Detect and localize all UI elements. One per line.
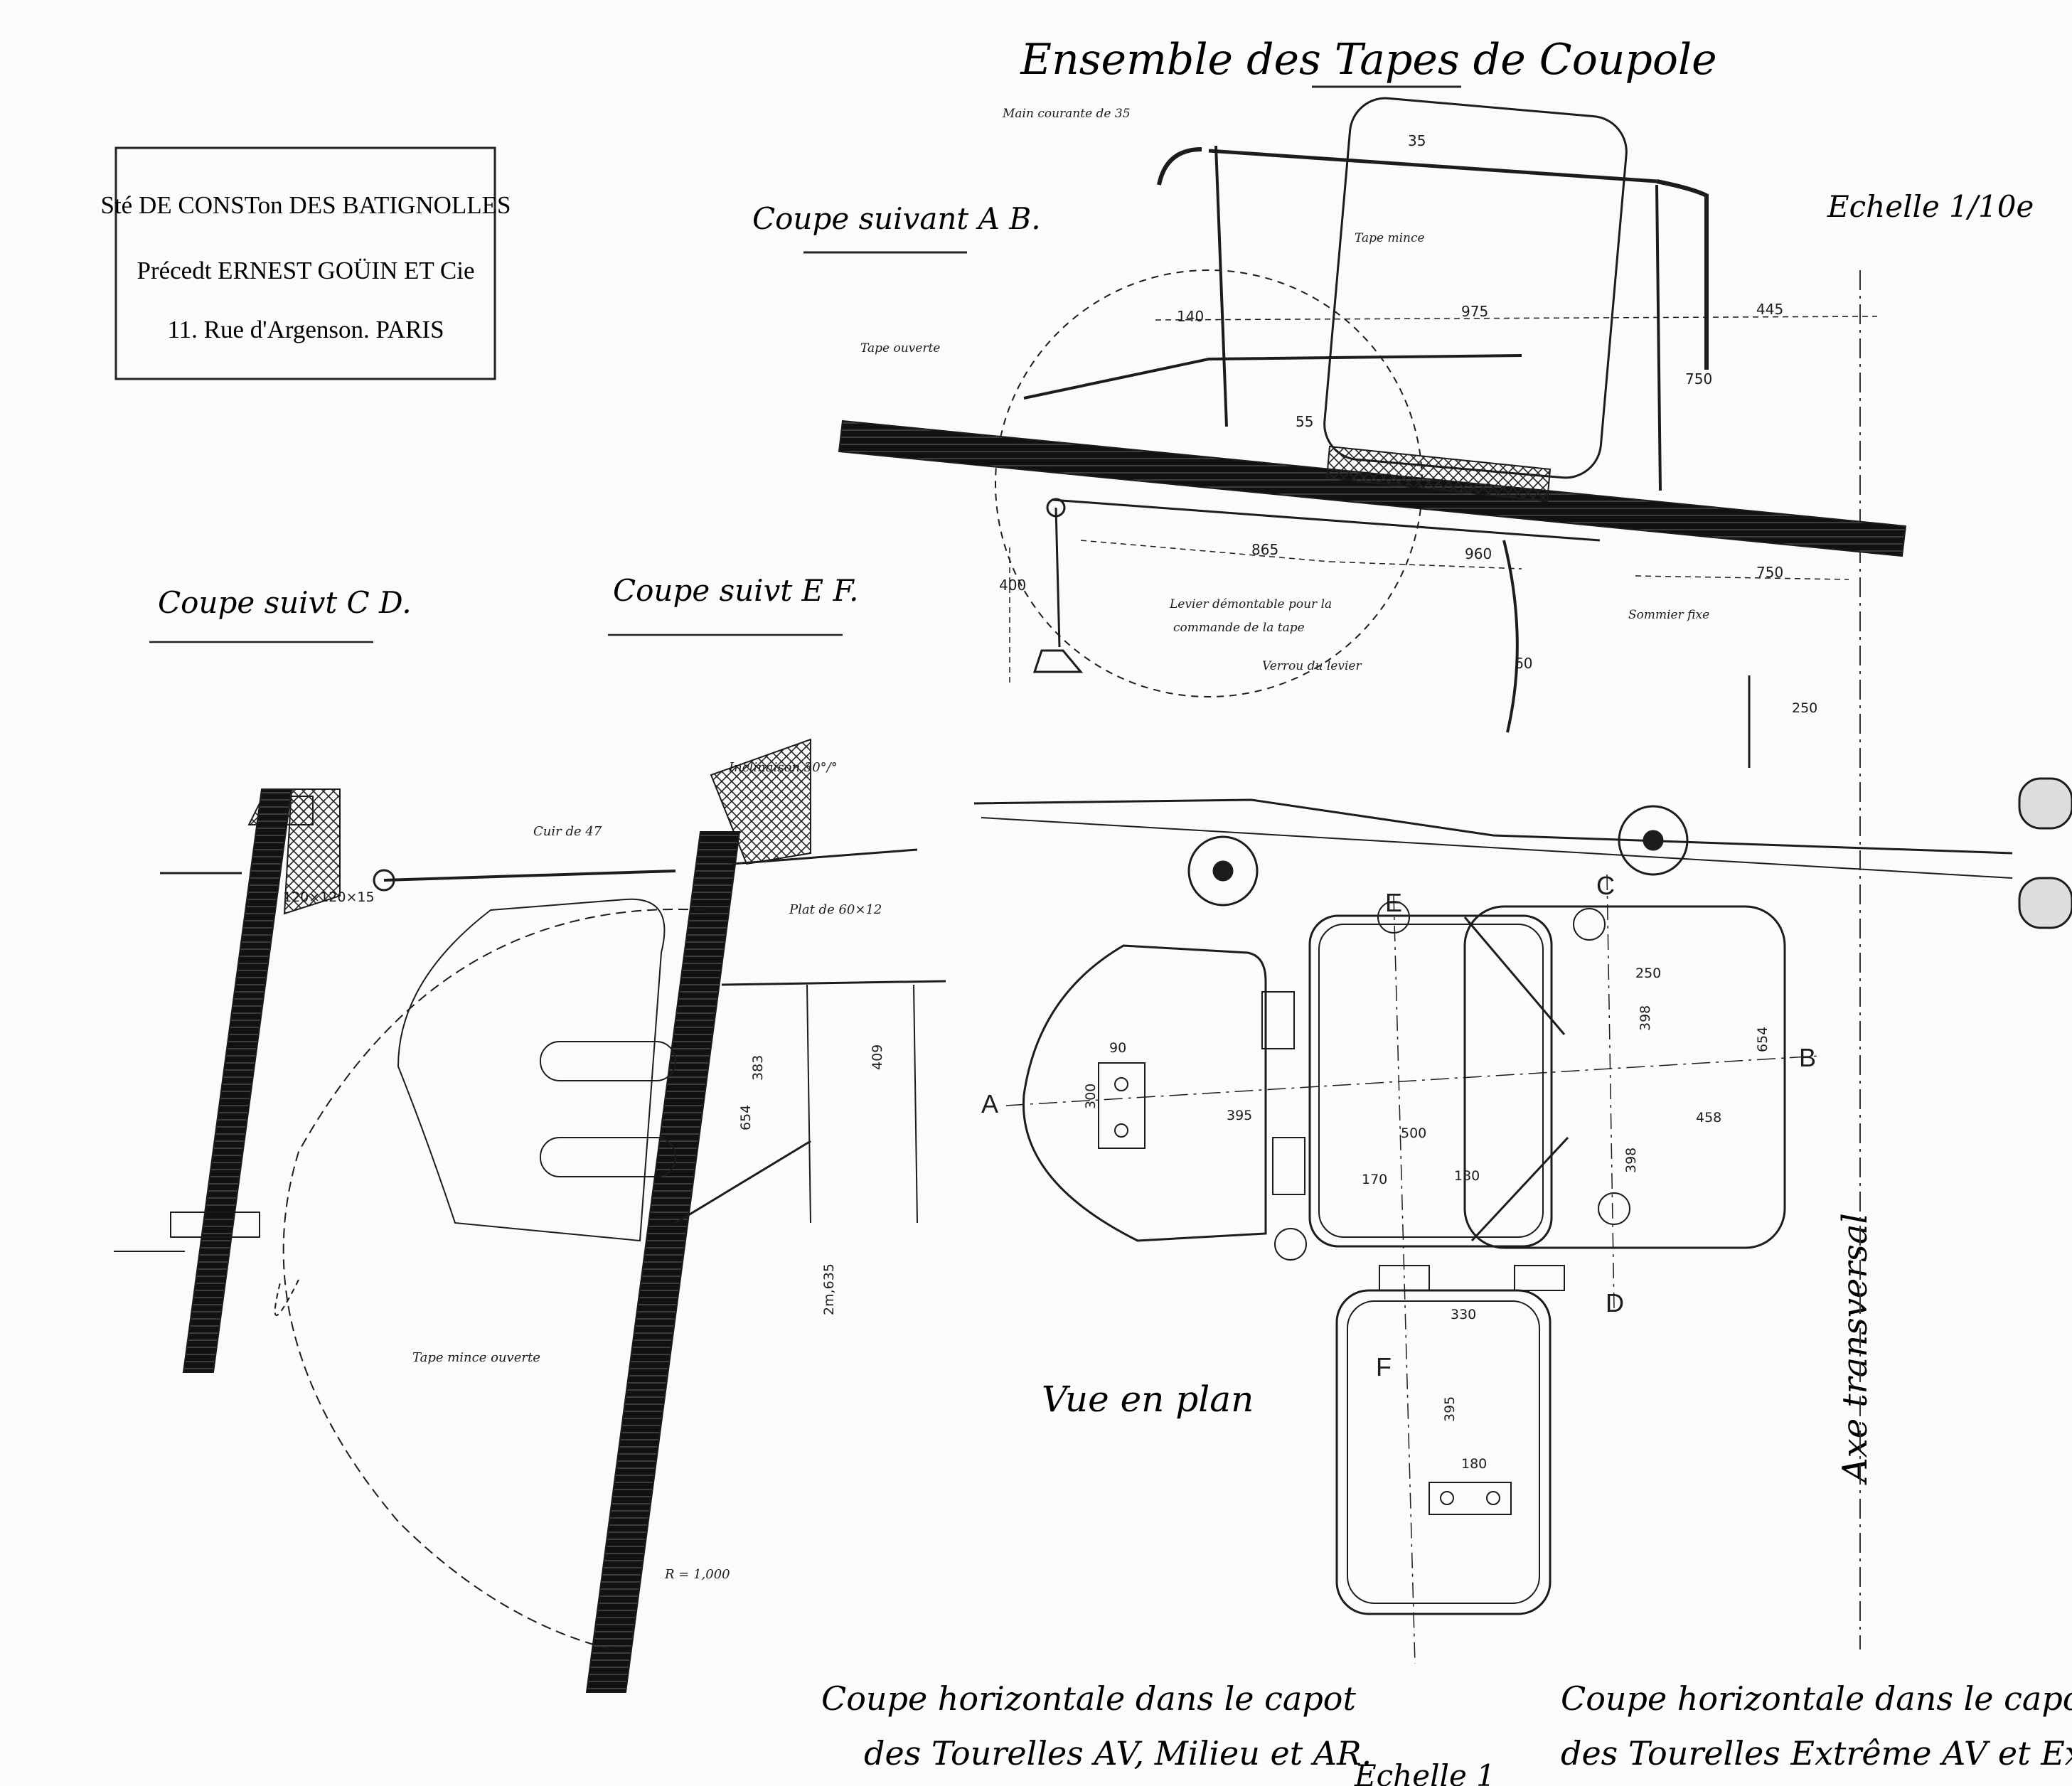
stamp-line-1: Sté DE CONSTon DES BATIGNOLLES bbox=[100, 191, 511, 219]
section-cd-dims: 120×120×15 bbox=[283, 889, 375, 905]
note-levier-2: commande de la tape bbox=[1173, 621, 1305, 635]
scale-label: Echelle 1/10e bbox=[1827, 189, 2034, 224]
note-tape-ouverte: Tape ouverte bbox=[860, 341, 940, 355]
stamp-line-3: 11. Rue d'Argenson. PARIS bbox=[167, 316, 444, 343]
plan-view-dims: 250 250 90 395 500 458 654 398 398 170 1… bbox=[1083, 700, 1817, 1472]
svg-text:170: 170 bbox=[1362, 1172, 1387, 1187]
svg-text:975: 975 bbox=[1461, 303, 1488, 320]
stamp-line-2: Précedt ERNEST GOÜIN ET Cie bbox=[137, 257, 474, 284]
svg-text:500: 500 bbox=[1401, 1125, 1426, 1141]
svg-text:750: 750 bbox=[1756, 564, 1783, 581]
section-ef-notes: Inclinaison 30°/° Cuir de 47 Plat de 60×… bbox=[412, 760, 882, 1582]
svg-text:60: 60 bbox=[1515, 655, 1532, 672]
note-cuir: Cuir de 47 bbox=[533, 824, 602, 839]
note-verrou: Verrou du levier bbox=[1262, 659, 1362, 673]
edge-fragments bbox=[2018, 777, 2072, 929]
svg-text:654: 654 bbox=[1755, 1027, 1771, 1052]
transverse-axis-label: Axe transversal bbox=[1835, 1213, 1875, 1485]
svg-text:250: 250 bbox=[1792, 700, 1817, 716]
svg-text:180: 180 bbox=[1461, 1456, 1487, 1472]
svg-text:300: 300 bbox=[1083, 1084, 1099, 1109]
section-cd-drawing bbox=[114, 788, 341, 1373]
main-title: Ensemble des Tapes de Coupole bbox=[1020, 35, 1716, 85]
svg-text:140: 140 bbox=[1177, 308, 1204, 325]
note-sommier: Sommier fixe bbox=[1628, 608, 1709, 622]
plan-view-drawing bbox=[973, 675, 2013, 1664]
svg-text:395: 395 bbox=[1442, 1396, 1458, 1422]
svg-text:960: 960 bbox=[1465, 545, 1492, 562]
bottom-right-caption-2: des Tourelles Extrême AV et Extrême AR. bbox=[1561, 1734, 2072, 1772]
svg-text:130: 130 bbox=[1454, 1168, 1480, 1184]
svg-text:250: 250 bbox=[1635, 966, 1661, 981]
svg-text:383: 383 bbox=[750, 1055, 766, 1081]
note-tape-mince: Tape mince bbox=[1355, 231, 1425, 245]
letter-b: B bbox=[1799, 1043, 1816, 1072]
svg-text:55: 55 bbox=[1296, 413, 1313, 430]
letter-a: A bbox=[981, 1089, 998, 1118]
section-ef-label: Coupe suivt E F. bbox=[613, 573, 859, 608]
section-ef-dims: 383 654 2m,635 409 bbox=[738, 1044, 885, 1315]
bottom-right-caption-1: Coupe horizontale dans le capot bbox=[1561, 1679, 2072, 1718]
bottom-left-caption-2: des Tourelles AV, Milieu et AR. bbox=[864, 1734, 1372, 1772]
svg-text:2m,635: 2m,635 bbox=[821, 1263, 837, 1315]
section-ab-notes: Main courante de 35 Tape ouverte Tape mi… bbox=[860, 107, 1709, 673]
section-cd-label: Coupe suivt C D. bbox=[158, 585, 412, 620]
plan-view-label: Vue en plan bbox=[1042, 1379, 1254, 1420]
note-main-courante: Main courante de 35 bbox=[1002, 107, 1131, 121]
bottom-left-caption-1: Coupe horizontale dans le capot bbox=[821, 1679, 1356, 1718]
company-stamp: Sté DE CONSTon DES BATIGNOLLES Précedt E… bbox=[100, 146, 511, 380]
plan-section-letters: A B C D E F bbox=[981, 871, 1816, 1381]
letter-c: C bbox=[1596, 871, 1615, 900]
section-ab-drawing bbox=[838, 97, 1907, 733]
svg-text:398: 398 bbox=[1638, 1005, 1653, 1031]
note-tape-mince-ouverte: Tape mince ouverte bbox=[412, 1350, 540, 1365]
note-inclinaison: Inclinaison 30°/° bbox=[728, 760, 838, 775]
section-ab-label: Coupe suivant A B. bbox=[752, 201, 1041, 236]
section-ef-drawing bbox=[282, 738, 946, 1693]
svg-text:35: 35 bbox=[1408, 132, 1426, 149]
svg-text:330: 330 bbox=[1451, 1307, 1476, 1322]
svg-text:750: 750 bbox=[1685, 370, 1712, 387]
note-rayon: R = 1,000 bbox=[664, 1567, 730, 1582]
bottom-scale-label: Echelle 1 bbox=[1354, 1758, 1495, 1786]
letter-f: F bbox=[1376, 1352, 1392, 1381]
svg-text:90: 90 bbox=[1109, 1040, 1126, 1056]
svg-text:120×120×15: 120×120×15 bbox=[283, 889, 375, 905]
svg-text:395: 395 bbox=[1227, 1108, 1252, 1123]
letter-d: D bbox=[1606, 1288, 1624, 1317]
section-ab-dims: 35 140 975 445 750 55 865 960 400 60 750 bbox=[999, 132, 1783, 672]
svg-text:409: 409 bbox=[870, 1044, 885, 1070]
svg-text:654: 654 bbox=[738, 1105, 754, 1130]
svg-text:400: 400 bbox=[999, 577, 1026, 594]
svg-text:865: 865 bbox=[1251, 541, 1278, 558]
note-plat: Plat de 60×12 bbox=[789, 902, 882, 917]
svg-text:445: 445 bbox=[1756, 301, 1783, 318]
svg-text:458: 458 bbox=[1696, 1110, 1721, 1125]
note-levier: Levier démontable pour la bbox=[1169, 597, 1332, 611]
svg-text:398: 398 bbox=[1623, 1148, 1639, 1173]
letter-e: E bbox=[1385, 888, 1402, 917]
